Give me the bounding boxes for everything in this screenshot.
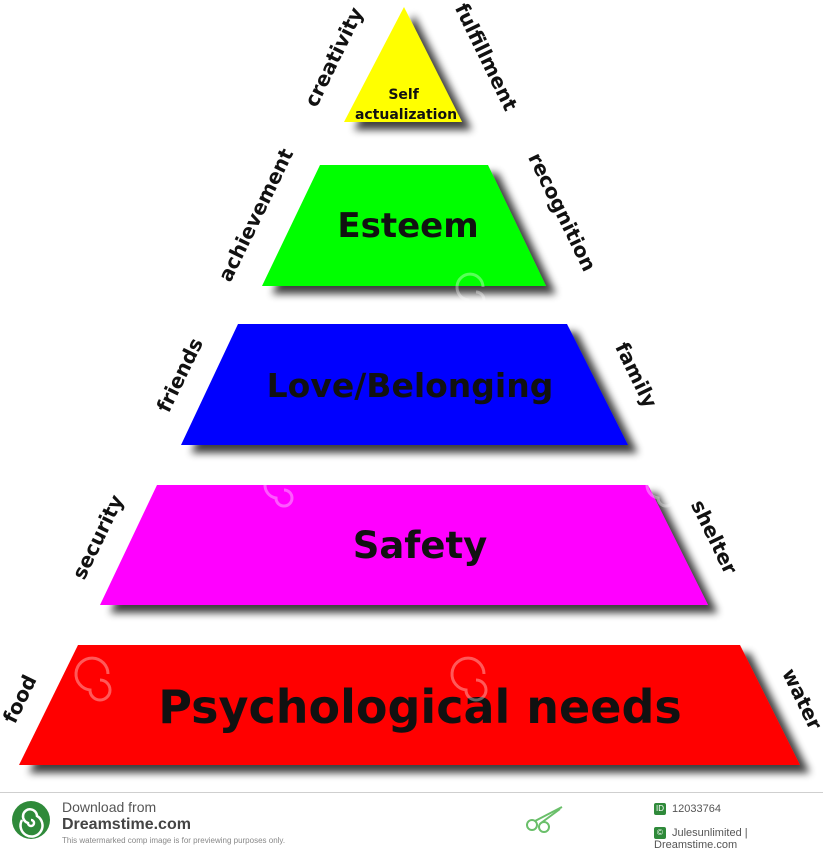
image-id-row: ID 12033764 [654,803,721,816]
side-word-friends: friends [152,334,208,416]
image-id-text: 12033764 [672,803,721,815]
copyright-icon: © [654,827,666,840]
side-word-food: food [0,671,42,727]
level-shape-love-belonging [181,324,628,445]
level-label-esteem: Esteem [337,206,478,246]
svg-text:Self actualization: Self actualization [355,87,457,123]
watermark-swirls [74,272,676,702]
credit-text: Julesunlimited | Dreamstime.com [654,827,748,851]
side-word-shelter: shelter [686,496,743,578]
scissors-icon [526,806,563,833]
level-label-self-line-1: Self [388,87,419,103]
credit-row: ©Julesunlimited | Dreamstime.com [654,827,823,851]
dreamstime-logo-icon [12,801,50,839]
level-safety: Safety [100,485,708,605]
level-label-psychological-needs: Psychological needs [158,680,682,734]
level-love-belonging: Love/Belonging [181,324,628,445]
side-word-recognition: recognition [523,149,601,275]
watermark-site-text: Dreamstime.com [62,816,191,833]
watermark-footer: Download from Dreamstime.com This waterm… [0,792,823,851]
pyramid-diagram: Self actualization Esteem Love/Belonging… [0,0,823,765]
level-shape-esteem [262,165,546,286]
watermark-notice-text: This watermarked comp image is for previ… [62,836,286,845]
level-psychological-needs: Psychological needs [19,645,800,765]
level-label-love-belonging: Love/Belonging [267,366,554,405]
id-icon: ID [654,803,666,816]
level-esteem: Esteem [262,165,546,286]
watermark-download-text: Download from [62,799,157,815]
level-shape-self-actualization [344,7,462,122]
level-self-actualization: Self actualization [344,7,462,123]
side-word-creativity: creativity [299,3,368,110]
side-word-water: water [777,664,823,733]
level-label-self-line-2: actualization [355,107,457,123]
side-word-fulfillment: fulfillment [450,0,523,115]
level-shape-safety [100,485,708,605]
side-word-family: family [610,338,662,411]
level-shape-psychological-needs [19,645,800,765]
level-label-safety: Safety [353,524,488,567]
